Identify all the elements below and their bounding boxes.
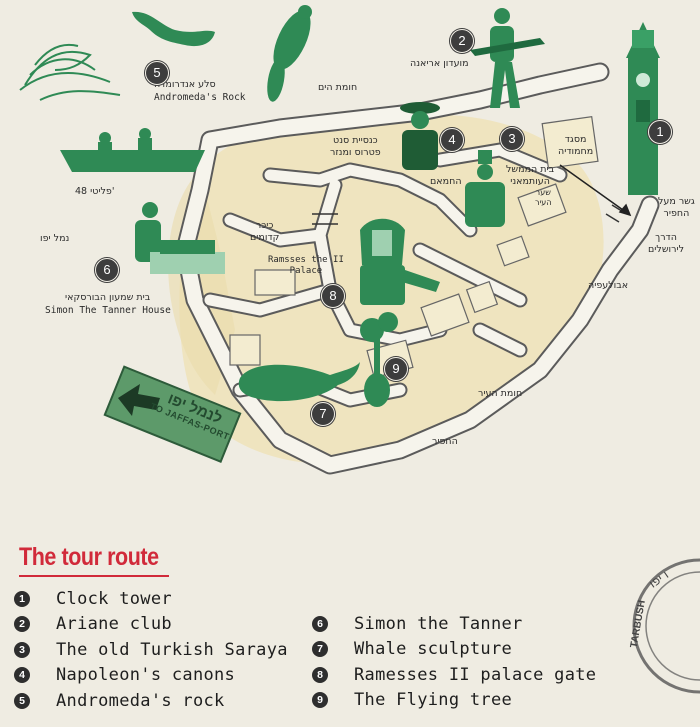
legend-label: Simon the Tanner [354, 613, 523, 634]
legend-underline [19, 575, 169, 577]
sea-wall-label: חומת הים [318, 82, 358, 93]
ariane-label-he: מועדון אריאנה [410, 58, 469, 69]
jerusalem-road-label: הדרך לירושלים [648, 232, 685, 255]
mosque-label: מסגד מחמודיה [558, 134, 594, 157]
waves-illustration [19, 43, 121, 101]
legend-label: Clock tower [56, 588, 172, 609]
andromeda-label-en: Andromeda's Rock [154, 92, 246, 103]
legend-label: Ariane club [56, 614, 172, 635]
tanner-illustration [135, 202, 225, 274]
block [254, 269, 296, 296]
block [420, 293, 470, 337]
legend-label: The Flying tree [354, 690, 513, 711]
map-marker-8[interactable]: 8 [321, 284, 345, 308]
map-marker-6[interactable]: 6 [95, 258, 119, 282]
legend-label: Napoleon's canons [56, 665, 236, 686]
boat-illustration [60, 128, 205, 172]
block [465, 280, 499, 314]
city-gate-label: שער העיר [535, 188, 552, 207]
legend-item-6: 6 Simon the Tanner [312, 611, 596, 637]
map-marker-5[interactable]: 5 [145, 61, 169, 85]
legend-item-8: 8 Ramesses II palace gate [312, 662, 596, 688]
map-marker-1[interactable]: 1 [648, 120, 672, 144]
moat-label: החפיר [432, 436, 458, 447]
legend-title: The tour route [19, 543, 159, 571]
block [496, 235, 530, 267]
legend-item-4: 4 Napoleon's canons [14, 663, 288, 689]
saraya-label: בית הממשל העותמאני [506, 164, 555, 187]
block [229, 334, 261, 366]
legend-label: Whale sculpture [354, 639, 513, 660]
andromeda-figures [132, 5, 312, 102]
legend-item-2: 2 Ariane club [14, 612, 288, 638]
napoleon-illustration [400, 102, 440, 170]
legend-item-3: 3 The old Turkish Saraya [14, 637, 288, 663]
legend-number: 4 [14, 667, 30, 684]
map-marker-4[interactable]: 4 [440, 128, 464, 152]
outer-street [177, 64, 658, 473]
flying-tree-illustration [360, 312, 398, 407]
bridge-label: גשר מעל החפיר [658, 196, 695, 219]
kedumim-label: כיכר קדומים [250, 220, 280, 243]
map-marker-2[interactable]: 2 [450, 29, 474, 53]
legend-column-left: 1 Clock tower 2 Ariane club 3 The old Turki… [14, 586, 288, 714]
legend-number: 7 [312, 641, 328, 658]
legend-column-right: 6 Simon the Tanner 7 Whale sculpture 8 Rame… [312, 611, 596, 713]
pleiti-label: פליטי 48' [75, 186, 115, 197]
legend-number: 1 [14, 590, 30, 607]
clock-tower-illustration [626, 22, 660, 195]
pharaoh-illustration [360, 218, 440, 305]
block [541, 116, 599, 169]
legend-item-9: 9 The Flying tree [312, 688, 596, 714]
legend-item-7: 7 Whale sculpture [312, 637, 596, 663]
legend-number: 9 [312, 692, 328, 709]
legend-item-5: 5 Andromeda's rock [14, 688, 288, 714]
jaffa-port-label-he: נמל יפו [40, 233, 70, 244]
andromeda-label-he: סלע אנדרומדה [154, 79, 216, 90]
legend-label: Ramesses II palace gate [354, 664, 597, 685]
tarbush-stamp: ו יפו TARBUSH [629, 558, 700, 694]
legend-item-1: 1 Clock tower [14, 586, 288, 612]
block [517, 183, 567, 227]
tour-map [19, 5, 660, 475]
tanner-label-en: Simon The Tanner House [45, 305, 171, 316]
map-marker-9[interactable]: 9 [384, 357, 408, 381]
hammam-label: החמאם [430, 176, 462, 187]
abulafia-label: אבולעפיה [588, 280, 629, 291]
map-marker-7[interactable]: 7 [311, 402, 335, 426]
whale-illustration [238, 362, 360, 402]
city-wall-label: חומת העיר [478, 388, 523, 399]
ramesses-palace-label: Ramsses the II Palace [268, 255, 344, 277]
legend-number: 3 [14, 641, 30, 658]
ariane-guitarist-illustration [470, 8, 545, 108]
stamp-text-en: TARBUSH [629, 599, 648, 648]
officer-illustration [465, 150, 505, 227]
arrow-jerusalem [559, 164, 632, 217]
port-sign [103, 365, 242, 464]
church-label: כנסיית סנט פטרוס ומנזר [330, 135, 381, 158]
legend-number: 6 [312, 615, 328, 632]
legend-label: The old Turkish Saraya [56, 639, 288, 660]
map-marker-3[interactable]: 3 [500, 127, 524, 151]
port-arrow-icon [118, 384, 160, 416]
tanner-label-he: בית שמעון הבורסקאי [65, 292, 151, 303]
legend-number: 5 [14, 692, 30, 709]
legend-number: 8 [312, 666, 328, 683]
legend-number: 2 [14, 616, 30, 633]
stamp-text-he: ו יפו [646, 567, 671, 590]
legend-label: Andromeda's rock [56, 690, 225, 711]
